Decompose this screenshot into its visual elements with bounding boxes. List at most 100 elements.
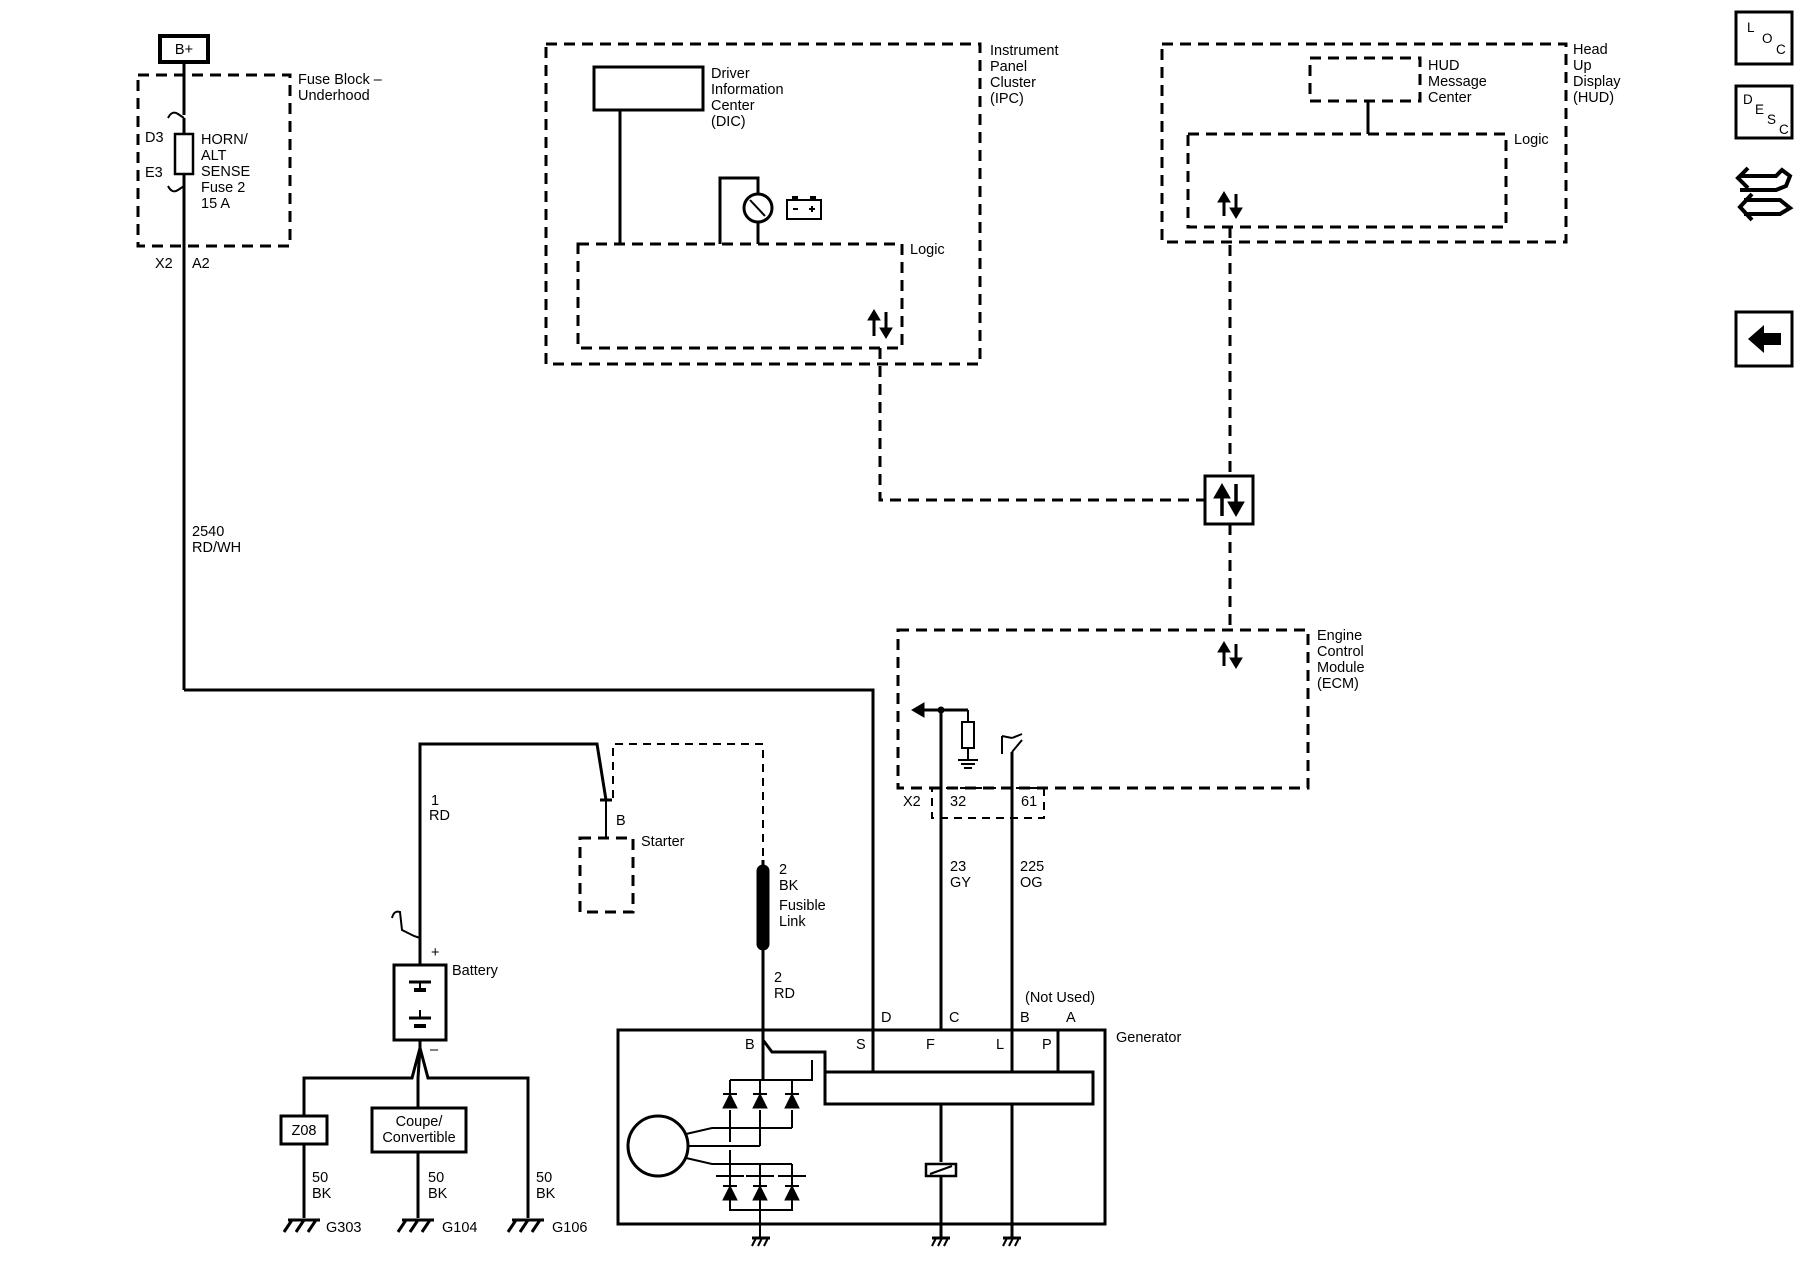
dic-box	[592, 65, 705, 112]
wire-2bk-num: 2	[779, 862, 787, 878]
wire-2540-color: RD/WH	[192, 540, 241, 556]
dic-label-3: Center	[711, 98, 755, 114]
desc-letter-s: S	[1767, 112, 1776, 127]
ecm-pin-61: 61	[1021, 794, 1037, 810]
battery-plus: +	[431, 945, 439, 961]
hud-title-3: Display	[1573, 74, 1621, 90]
wire-g104-num: 50	[428, 1170, 444, 1186]
fuse-label-1: HORN/	[201, 132, 249, 148]
hud-msg-1: HUD	[1428, 58, 1459, 74]
starter-pin-b: B	[616, 813, 626, 829]
ipc-title-2: Panel	[990, 59, 1027, 75]
stator-winding	[626, 1114, 690, 1178]
battery: + Battery – Z08 Coupe/ Convertible	[279, 876, 530, 1218]
wire-2bk-color: BK	[779, 878, 799, 894]
term-c: C	[949, 1010, 959, 1026]
int-f: F	[926, 1037, 935, 1053]
ground-g104-label: G104	[442, 1220, 477, 1236]
starter: B Starter 1 RD	[418, 742, 764, 914]
fuse-label-3: SENSE	[201, 164, 250, 180]
coupe-convertible-option-box	[370, 1106, 468, 1154]
fusible-label-1: Fusible	[779, 898, 826, 914]
int-l: L	[996, 1037, 1004, 1053]
fusible-label-2: Link	[779, 914, 806, 930]
nav-back-button[interactable]	[1734, 310, 1794, 368]
fuse-2	[173, 132, 195, 176]
dic-label-2: Information	[711, 82, 784, 98]
fuse-block-title-2: Underhood	[298, 88, 370, 104]
wire-g303-color: BK	[312, 1186, 332, 1202]
ecm-title-1: Engine	[1317, 628, 1362, 644]
term-d: D	[881, 1010, 891, 1026]
desc-letter-e: E	[1755, 102, 1764, 117]
ipc-title-4: (IPC)	[990, 91, 1024, 107]
wire-225-num: 225	[1020, 859, 1044, 875]
loc-letter-c: C	[1776, 42, 1786, 57]
ground-g303: 50 BK G303	[282, 1170, 361, 1236]
wire-23-num: 23	[950, 859, 966, 875]
coupe-label-2: Convertible	[382, 1130, 455, 1146]
wrench-arrows-icon	[1735, 166, 1794, 222]
ecm-title-4: (ECM)	[1317, 676, 1359, 692]
fuse-block-outline	[136, 73, 292, 248]
ground-g106-label: G106	[552, 1220, 587, 1236]
nav-tools-button[interactable]	[1734, 158, 1796, 222]
serial-data-bus	[878, 227, 1255, 630]
ecm-title-3: Module	[1317, 660, 1365, 676]
splice-arrows-icon	[1213, 482, 1245, 518]
fuse-label-4: Fuse 2	[201, 180, 245, 196]
battery-body	[392, 963, 448, 1042]
wire-2540-num: 2540	[192, 524, 224, 540]
desc-letter-c: C	[1779, 122, 1789, 137]
voltage-regulator	[823, 1070, 1095, 1106]
hud-title-1: Head	[1573, 42, 1608, 58]
wire-2rd-color: RD	[774, 986, 795, 1002]
ecm-conn-x2: X2	[903, 794, 921, 810]
desc-letter-d: D	[1743, 92, 1753, 107]
z08-label: Z08	[292, 1123, 317, 1139]
loc-letter-l: L	[1747, 20, 1755, 35]
hud-logic	[1186, 132, 1508, 229]
ipc-outline	[544, 42, 982, 366]
dic-label-1: Driver	[711, 66, 750, 82]
starter-label: Starter	[641, 834, 685, 850]
ecm-data-arrows-icon	[1217, 641, 1243, 669]
hud-outline	[1160, 42, 1568, 244]
pin-e3: E3	[145, 165, 163, 181]
wire-225-color: OG	[1020, 875, 1043, 891]
starter-outline	[578, 836, 635, 914]
battery-label: Battery	[452, 963, 499, 979]
generator-outline	[616, 1028, 1107, 1226]
nav-desc-button[interactable]: D E S C	[1734, 84, 1794, 140]
hud-title-4: (HUD)	[1573, 90, 1614, 106]
ecm-pullup-resistor	[961, 721, 975, 749]
term-b: B	[1020, 1010, 1030, 1026]
conn-a2: A2	[192, 256, 210, 272]
hud-module: Head Up Display (HUD) HUD Message Center…	[1160, 42, 1621, 244]
not-used-label: (Not Used)	[1025, 990, 1095, 1006]
battery-minus: –	[430, 1042, 439, 1058]
wire-g106-num: 50	[536, 1170, 552, 1186]
ecm-module: Engine Control Module (ECM) X2 32 61	[896, 628, 1365, 1238]
ipc-title-3: Cluster	[990, 75, 1036, 91]
hud-logic-label: Logic	[1514, 132, 1549, 148]
hud-msg-2: Message	[1428, 74, 1487, 90]
ecm-title-2: Control	[1317, 644, 1364, 660]
splice-pack	[1203, 474, 1255, 526]
fuse-label-2: ALT	[201, 148, 227, 164]
hud-data-arrows-icon	[1217, 191, 1243, 219]
fusible-link-element	[756, 864, 770, 951]
nav-loc-button[interactable]: L O C	[1734, 10, 1794, 66]
dic-label-4: (DIC)	[711, 114, 746, 130]
ipc-logic-label: Logic	[910, 242, 945, 258]
ground-g106: 50 BK G106	[506, 1170, 587, 1236]
int-s: S	[856, 1037, 866, 1053]
ipc-module: Instrument Panel Cluster (IPC) Driver In…	[544, 42, 1059, 366]
generator-label: Generator	[1116, 1030, 1181, 1046]
ecm-outline	[896, 628, 1310, 790]
ipc-data-arrows-icon	[867, 309, 893, 339]
ipc-logic	[576, 242, 904, 350]
wire-1-num: 1	[431, 793, 439, 809]
ground-g104: 50 BK G104	[396, 1170, 477, 1236]
